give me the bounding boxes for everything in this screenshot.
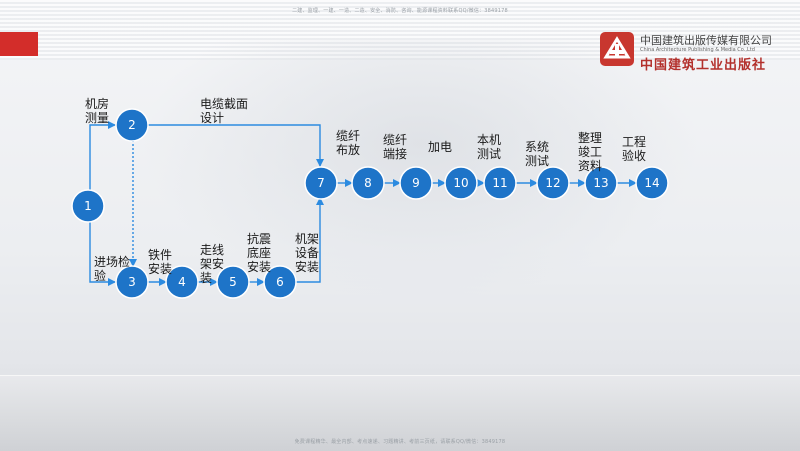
node-5: 5 bbox=[216, 265, 250, 299]
node-3: 3 bbox=[115, 265, 149, 299]
activity-label-8-9: 缆纤 端接 bbox=[383, 133, 408, 161]
node-10: 10 bbox=[444, 166, 478, 200]
node-9: 9 bbox=[399, 166, 433, 200]
publisher-emblem-icon bbox=[600, 32, 634, 66]
node-12: 12 bbox=[536, 166, 570, 200]
node-5-number: 5 bbox=[229, 275, 237, 289]
node-3-number: 3 bbox=[128, 275, 136, 289]
node-11: 11 bbox=[483, 166, 517, 200]
red-accent-tab bbox=[0, 32, 38, 56]
activity-label-9-10: 加电 bbox=[428, 140, 453, 154]
footer-note: 免费课程精华、最全内部、考点速递、习题精讲、考前三页纸，请联系QQ/微信：384… bbox=[294, 439, 506, 445]
node-14: 14 bbox=[635, 166, 669, 200]
node-12-number: 12 bbox=[545, 176, 560, 190]
node-10-number: 10 bbox=[453, 176, 468, 190]
node-2: 2 bbox=[115, 108, 149, 142]
node-13-number: 13 bbox=[593, 176, 608, 190]
node-13: 13 bbox=[584, 166, 618, 200]
activity-label-13-14: 工程 验收 bbox=[622, 135, 647, 163]
node-6-number: 6 bbox=[276, 275, 284, 289]
publisher-name-en: China Architecture Publishing & Media Co… bbox=[640, 47, 755, 53]
node-4: 4 bbox=[165, 265, 199, 299]
activity-label-5-6: 抗震 底座 安装 bbox=[247, 232, 272, 274]
activity-label-3-4: 铁件 安装 bbox=[148, 248, 173, 276]
publisher-name-cn: 中国建筑出版传媒有限公司 bbox=[640, 34, 772, 47]
node-8-number: 8 bbox=[364, 176, 372, 190]
publisher-logo: 中国建筑出版传媒有限公司 China Architecture Publishi… bbox=[598, 30, 793, 73]
node-8: 8 bbox=[351, 166, 385, 200]
activity-label-10-11: 本机 测试 bbox=[477, 133, 502, 161]
arrow-1-3 bbox=[89, 220, 116, 286]
activity-label-1-2: 机房 测量 bbox=[85, 97, 110, 125]
node-6: 6 bbox=[263, 265, 297, 299]
activity-label-7-8: 缆纤 布放 bbox=[336, 129, 361, 157]
arrow-6-7 bbox=[296, 197, 324, 283]
header-note: 二建、监理、一建、一造、二造、安全、消防、咨询、能源课程资料联系QQ/微信：38… bbox=[292, 8, 508, 14]
arrow-2-7 bbox=[148, 124, 324, 167]
node-14-number: 14 bbox=[644, 176, 659, 190]
floor-background bbox=[0, 375, 800, 451]
activity-label-2-7: 电缆截面 设计 bbox=[200, 97, 249, 125]
activity-label-1-3: 进场检 验 bbox=[94, 255, 131, 283]
node-11-number: 11 bbox=[492, 176, 507, 190]
activity-label-4-5: 走线 架安 装 bbox=[200, 243, 225, 285]
node-2-number: 2 bbox=[128, 118, 136, 132]
activity-label-6-7: 机架 设备 安装 bbox=[295, 232, 320, 274]
publisher-calligraphy: 中国建筑工业出版社 bbox=[640, 58, 767, 73]
node-7: 7 bbox=[304, 166, 338, 200]
arrow-1-2 bbox=[89, 121, 116, 190]
node-7-number: 7 bbox=[317, 176, 325, 190]
node-1: 1 bbox=[71, 189, 105, 223]
node-9-number: 9 bbox=[412, 176, 420, 190]
activity-label-11-12: 系统 测试 bbox=[525, 140, 550, 168]
node-4-number: 4 bbox=[178, 275, 186, 289]
activity-label-12-13: 整理 竣工 资料 bbox=[578, 131, 603, 173]
node-1-number: 1 bbox=[84, 199, 92, 213]
